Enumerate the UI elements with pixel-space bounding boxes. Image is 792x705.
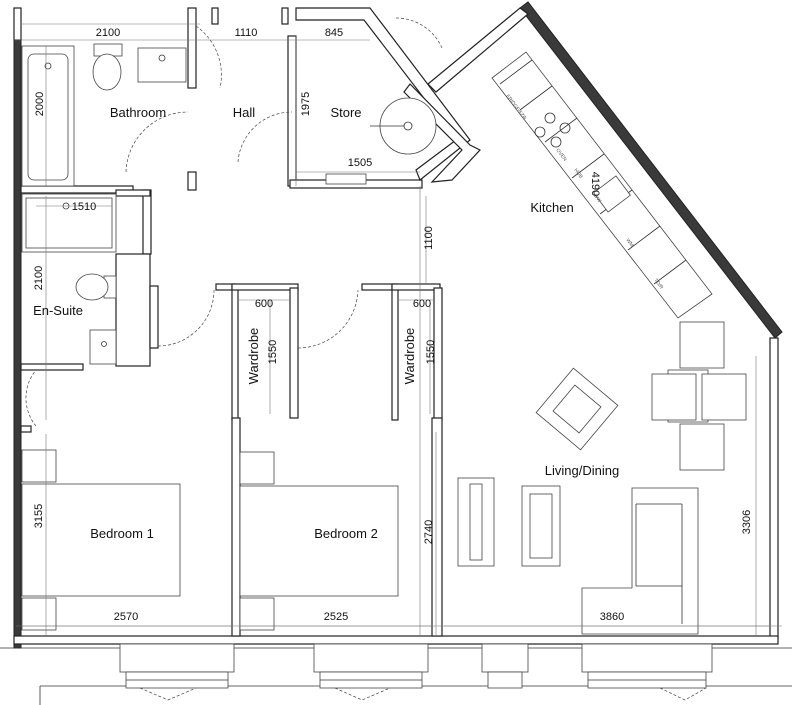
- room-store: Store: [330, 105, 361, 120]
- living-furniture: [457, 321, 747, 635]
- boiler: [325, 173, 367, 185]
- room-hall: Hall: [233, 105, 256, 120]
- basin: [137, 47, 187, 83]
- appliance-wm: WM: [624, 238, 634, 249]
- toilet-bowl: [92, 53, 122, 91]
- bathroom-fixtures: [21, 43, 187, 187]
- dim-bath-length: 2000: [34, 92, 46, 116]
- dim-store-width: 845: [325, 27, 343, 39]
- bedroom-furniture: [21, 449, 399, 631]
- dim-wardrobe-2-length: 1550: [425, 340, 437, 364]
- dim-wardrobe-2-width: 600: [413, 298, 431, 310]
- room-wardrobe-1: Wardrobe: [246, 328, 261, 385]
- room-bedroom-2: Bedroom 2: [314, 526, 378, 541]
- dim-bedroom-2-depth: 2740: [423, 520, 435, 544]
- dim-shower-width: 1510: [72, 201, 96, 213]
- dim-store-length: 1505: [348, 157, 372, 169]
- dim-bedroom-1-width: 2570: [114, 611, 138, 623]
- door-swings: [25, 17, 443, 427]
- store-fixtures: [325, 97, 437, 185]
- room-labels: Bathroom Hall Store Kitchen En-Suite War…: [33, 105, 619, 541]
- en-suite-fixtures: [21, 193, 117, 365]
- dining-chair: [701, 373, 747, 421]
- dim-living-depth: 3306: [741, 510, 753, 534]
- en-suite-toilet: [75, 273, 109, 301]
- dim-bedroom-1-depth: 3155: [33, 504, 45, 528]
- room-bathroom: Bathroom: [110, 105, 166, 120]
- dim-bathroom-width: 2100: [96, 27, 120, 39]
- dining-chair: [679, 321, 725, 369]
- dim-kitchen-run: 4190: [589, 172, 601, 196]
- bed-1: [21, 483, 181, 597]
- dim-wardrobe-1-length: 1550: [267, 340, 279, 364]
- dining-chair: [679, 423, 725, 471]
- dim-living-width: 3860: [600, 611, 624, 623]
- room-bedroom-1: Bedroom 1: [90, 526, 154, 541]
- dim-hall-passage: 1100: [423, 226, 435, 250]
- dim-wardrobe-1-width: 600: [255, 298, 273, 310]
- kitchen-units: FRIDGE/FZR OVEN HOB DW WM TD/R: [491, 51, 713, 319]
- room-wardrobe-2: Wardrobe: [402, 328, 417, 385]
- room-kitchen: Kitchen: [530, 200, 573, 215]
- en-suite-basin: [89, 329, 117, 365]
- appliance-dw: DW: [592, 194, 602, 204]
- dim-hall-width: 1110: [235, 27, 258, 39]
- bed-2: [239, 485, 399, 597]
- dim-bedroom-2-width: 2525: [324, 611, 348, 623]
- dimension-lines: [14, 23, 782, 636]
- dimension-labels: 2100 1110 845 2000 1975 1505 1510 1100 2…: [33, 27, 753, 623]
- dim-en-suite-depth: 2100: [33, 266, 45, 290]
- sofa: [581, 487, 699, 635]
- dim-store-depth: 1975: [300, 92, 312, 116]
- dining-chair: [651, 373, 697, 421]
- windows: [119, 643, 713, 701]
- appliance-hob: HOB: [572, 168, 584, 181]
- room-living-dining: Living/Dining: [545, 463, 619, 478]
- room-en-suite: En-Suite: [33, 303, 83, 318]
